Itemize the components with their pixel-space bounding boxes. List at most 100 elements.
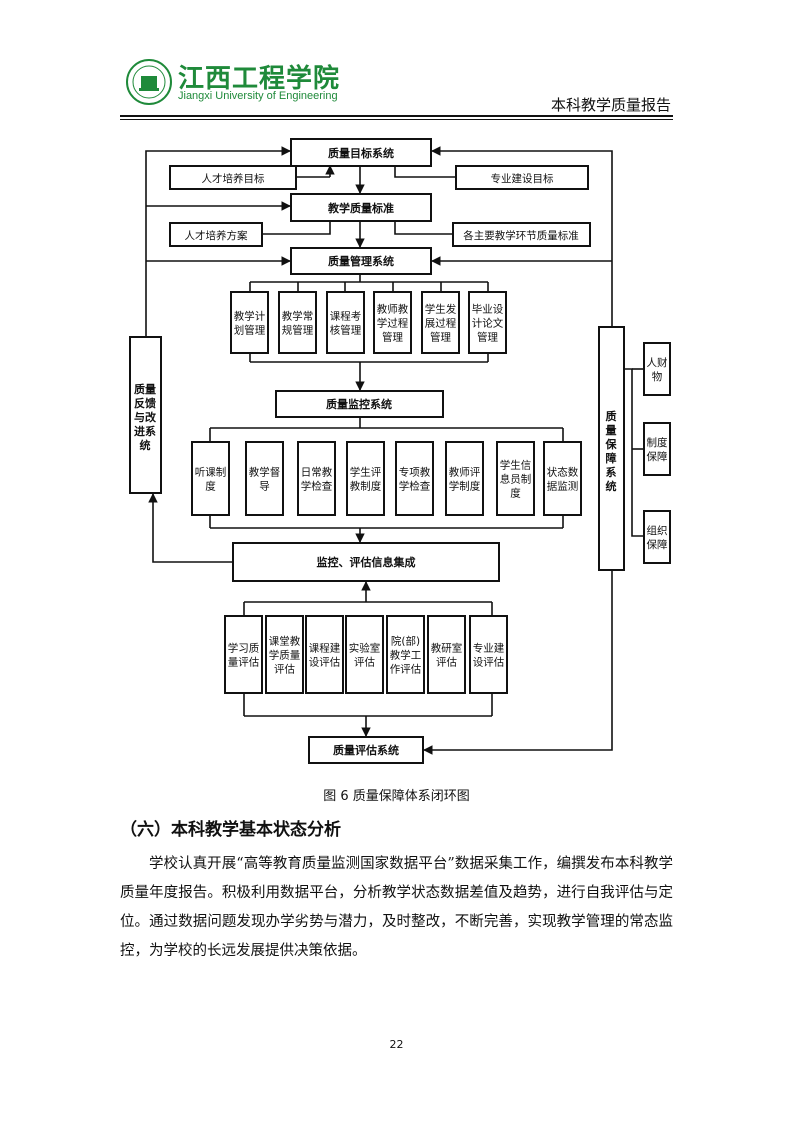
talent-goal-node: 人才培养目标 [169,165,297,190]
logo-english-name: Jiangxi University of Engineering [178,90,338,102]
eval-system-label: 质量评估系统 [333,743,399,757]
university-seal-logo [126,59,172,105]
header-rule-thin [120,119,673,120]
monitor-item-box-line: 据监测 [547,480,579,493]
link-standard-label: 各主要教学环节质量标准 [463,229,579,242]
mgmt-system-node: 质量管理系统 [290,247,432,275]
eval-item-box-line: 院(部) [391,635,420,648]
quality-assurance-diagram: 质量目标系统 人才培养目标 专业建设目标 教学质量标准 人才培养方案 各主要教学… [129,138,671,764]
monitor-system-node: 质量监控系统 [275,390,444,418]
monitor-item-box-line: 教制度 [350,480,382,493]
monitor-item-box-line: 学生信 [500,459,532,472]
eval-item-box-line: 设评估 [309,656,341,669]
section-title: （六）本科教学基本状态分析 [120,820,341,840]
eval-item-box-line: 评估 [354,656,375,669]
mgmt-item-box-line: 展过程 [425,317,457,330]
eval-item-box-line: 评估 [436,656,457,669]
eval-system-node: 质量评估系统 [308,736,424,764]
feedback-system-label-line: 与改 [134,410,157,424]
guarantee-item-box-line: 保障 [647,450,668,463]
monitor-item-box-line: 息员制 [500,473,532,486]
report-title: 本科教学质量报告 [550,96,671,114]
diagram-connectors [145,146,644,755]
eval-item-box-line: 量评估 [228,656,260,669]
eval-item-box-line: 教研室 [431,642,463,655]
monitor-item-box-line: 专项教 [399,466,431,479]
monitor-item-box-line: 教学督 [249,466,281,479]
guarantee-item-box: 人财物 [643,342,671,396]
feedback-system-label-line: 质量 [134,382,156,396]
talent-plan-label: 人才培养方案 [185,229,248,242]
guarantee-system-label-char: 质 [606,409,617,423]
integration-label: 监控、评估信息集成 [317,555,416,569]
eval-item-box-line: 学习质 [228,642,260,655]
eval-item-box-line: 教学工 [390,649,422,662]
monitor-item-box-line: 度 [510,487,521,500]
monitor-item-box-line: 教师评 [449,466,481,479]
mgmt-item-row: 教学计划管理教学常规管理课程考核管理教师教学过程管理学生发展过程管理毕业设计论文… [230,291,507,354]
major-goal-node: 专业建设目标 [455,165,589,190]
monitor-item-row: 听课制度教学督导日常教学检查学生评教制度专项教学检查教师评学制度学生信息员制度状… [191,441,582,516]
guarantee-system-label-char: 障 [606,451,617,465]
monitor-item-box-line: 学生评 [350,466,382,479]
standard-node: 教学质量标准 [290,193,432,222]
figure-caption: 图 6 质量保障体系闭环图 [323,789,470,804]
goal-system-node: 质量目标系统 [290,138,432,167]
monitor-item-box-line: 学检查 [399,480,431,493]
monitor-item-box-line: 日常教 [301,466,333,479]
eval-item-box-line: 专业建 [473,642,505,655]
talent-goal-label: 人才培养目标 [202,172,265,185]
monitor-item-box-line: 状态数 [547,466,579,479]
guarantee-system-label-char: 保 [605,437,618,451]
standard-label: 教学质量标准 [327,201,394,215]
monitor-system-label: 质量监控系统 [326,397,392,411]
mgmt-item-box-line: 学生发 [425,303,457,316]
mgmt-item-box-line: 教学计 [234,310,266,323]
mgmt-item-box-line: 管理 [477,331,498,344]
link-standard-node: 各主要教学环节质量标准 [452,222,591,247]
guarantee-system-label-char: 量 [606,424,617,437]
integration-node: 监控、评估信息集成 [232,542,500,582]
logo-chinese-name: 江西工程学院 [178,64,341,94]
eval-item-box-line: 课程建 [309,642,341,655]
guarantee-item-box-line: 保障 [647,538,668,551]
mgmt-item-box-line: 课程考 [330,311,362,323]
header-rule [120,115,673,117]
feedback-system-label-line: 反馈 [134,396,156,410]
mgmt-item-box-line: 教学常 [282,310,314,323]
goal-system-label: 质量目标系统 [328,146,394,160]
eval-item-box-line: 实验室 [349,642,381,655]
monitor-item-box-line: 度 [205,480,216,493]
mgmt-item-box-line: 毕业设 [472,303,504,316]
talent-plan-node: 人才培养方案 [169,222,263,247]
eval-item-box-line: 作评估 [390,663,422,676]
mgmt-item-box-line: 学过程 [377,317,409,330]
eval-item-box-line: 评估 [274,663,295,676]
guarantee-item-box-line: 人财 [647,356,668,369]
page-number: 22 [389,1038,404,1051]
body-paragraph: 学校认真开展“高等教育质量监测国家数据平台”数据采集工作，编撰发布本科教学质量年… [120,856,673,959]
monitor-item-box-line: 导 [259,481,270,493]
major-goal-label: 专业建设目标 [491,172,554,185]
mgmt-system-label: 质量管理系统 [328,254,394,268]
mgmt-item-box-line: 教师教 [377,303,409,316]
eval-item-box-line: 设评估 [473,656,505,669]
